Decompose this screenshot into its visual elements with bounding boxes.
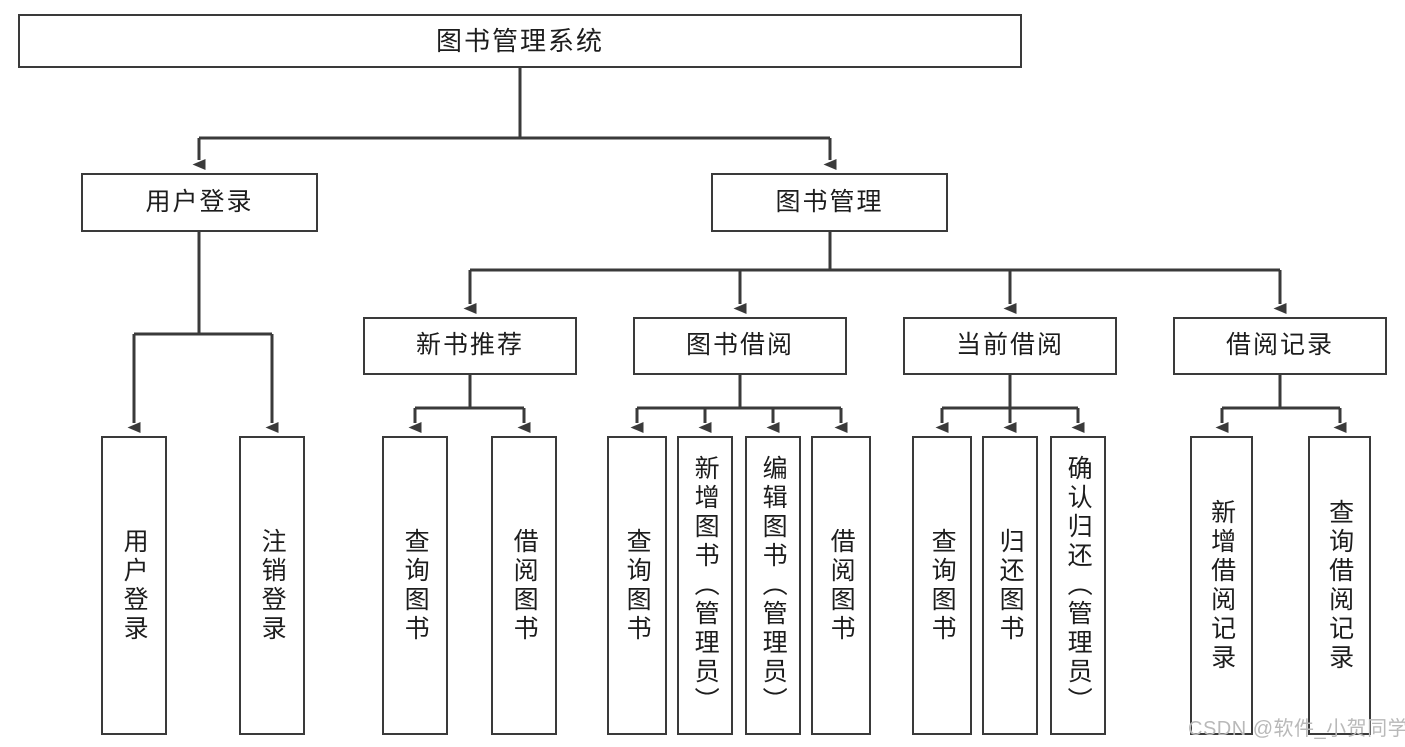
node-leaf-borrow-book-2-label: 借阅图书 <box>827 527 856 644</box>
node-leaf-return-book[interactable]: 归还图书 <box>982 436 1038 735</box>
node-book-management[interactable]: 图书管理 <box>711 173 948 232</box>
node-leaf-user-login-label: 用户登录 <box>120 527 149 644</box>
node-leaf-query-book-3[interactable]: 查询图书 <box>912 436 972 735</box>
watermark-text: CSDN @软件_小贺同学 <box>1188 718 1405 740</box>
node-leaf-query-record[interactable]: 查询借阅记录 <box>1308 436 1371 735</box>
node-root[interactable]: 图书管理系统 <box>18 14 1022 68</box>
node-current-borrow-label: 当前借阅 <box>955 331 1064 360</box>
node-leaf-borrow-book-1[interactable]: 借阅图书 <box>491 436 557 735</box>
node-leaf-add-record-label: 新增借阅记录 <box>1207 498 1236 673</box>
node-leaf-return-book-label: 归还图书 <box>996 527 1025 644</box>
node-leaf-confirm-return-label: 确认归还（管理员） <box>1064 455 1093 716</box>
node-leaf-logout-login[interactable]: 注销登录 <box>239 436 305 735</box>
node-leaf-query-book-1-label: 查询图书 <box>401 527 430 644</box>
node-leaf-edit-book-label: 编辑图书（管理员） <box>759 455 788 716</box>
node-leaf-logout-login-label: 注销登录 <box>258 527 287 644</box>
node-leaf-edit-book[interactable]: 编辑图书（管理员） <box>745 436 801 735</box>
node-leaf-add-record[interactable]: 新增借阅记录 <box>1190 436 1253 735</box>
node-leaf-query-book-3-label: 查询图书 <box>928 527 957 644</box>
node-user-login[interactable]: 用户登录 <box>81 173 318 232</box>
node-leaf-query-record-label: 查询借阅记录 <box>1325 498 1354 673</box>
node-borrow-record[interactable]: 借阅记录 <box>1173 317 1387 375</box>
node-new-book-recommend[interactable]: 新书推荐 <box>363 317 577 375</box>
node-leaf-confirm-return[interactable]: 确认归还（管理员） <box>1050 436 1106 735</box>
node-user-login-label: 用户登录 <box>145 187 254 216</box>
node-leaf-query-book-1[interactable]: 查询图书 <box>382 436 448 735</box>
node-book-borrow-label: 图书借阅 <box>685 331 794 360</box>
node-root-label: 图书管理系统 <box>435 25 604 56</box>
node-leaf-add-book[interactable]: 新增图书（管理员） <box>677 436 733 735</box>
node-leaf-borrow-book-1-label: 借阅图书 <box>510 527 539 644</box>
node-leaf-add-book-label: 新增图书（管理员） <box>691 455 720 716</box>
node-leaf-query-book-2[interactable]: 查询图书 <box>607 436 667 735</box>
node-leaf-user-login[interactable]: 用户登录 <box>101 436 167 735</box>
node-current-borrow[interactable]: 当前借阅 <box>903 317 1117 375</box>
node-book-borrow[interactable]: 图书借阅 <box>633 317 847 375</box>
node-book-management-label: 图书管理 <box>775 187 884 216</box>
node-borrow-record-label: 借阅记录 <box>1225 331 1334 360</box>
node-new-book-recommend-label: 新书推荐 <box>415 331 524 360</box>
node-leaf-borrow-book-2[interactable]: 借阅图书 <box>811 436 871 735</box>
node-leaf-query-book-2-label: 查询图书 <box>623 527 652 644</box>
